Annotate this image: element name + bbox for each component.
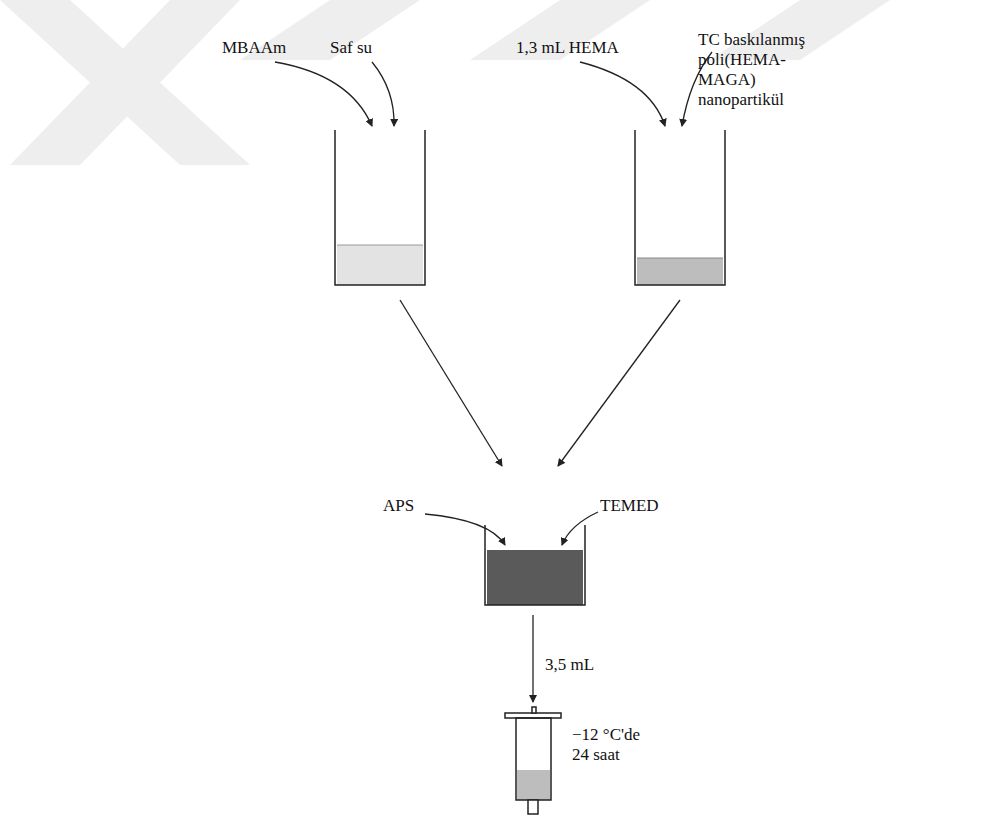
reagent-label: TEMED [600, 496, 670, 516]
liquid-level [337, 245, 423, 246]
liquid-level [637, 258, 723, 259]
syringe [505, 707, 561, 814]
volume-label: 3,5 mL [545, 655, 625, 675]
liquid [637, 258, 723, 285]
reagent-label: 1,3 mL HEMA [516, 38, 636, 58]
reagent-label: TC baskılanmış poli(HEMA-MAGA) nanoparti… [698, 30, 838, 110]
reagent-label: Saf su [330, 38, 400, 58]
condition-label: −12 °C'de 24 saat [572, 725, 654, 765]
reagent-label: APS [383, 496, 433, 516]
watermark [0, 0, 890, 165]
liquid [487, 550, 583, 605]
arrows [275, 52, 712, 702]
beaker [485, 525, 585, 605]
reagent-label: MBAAm [222, 38, 312, 58]
liquid [337, 245, 423, 285]
beaker [335, 130, 425, 285]
beaker [635, 130, 725, 285]
